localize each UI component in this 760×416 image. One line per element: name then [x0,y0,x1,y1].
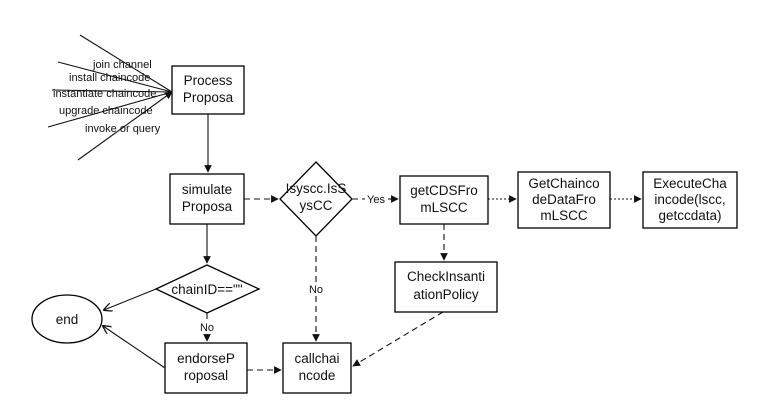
node-label: Proposa [183,90,234,105]
node-label: ncode [299,368,336,383]
edges [103,114,642,374]
node-label: mLSCC [540,208,588,223]
node-label: ysCC [300,198,333,213]
input-label-invoke: invoke or query [85,123,161,135]
input-lines [47,34,173,161]
node-label: simulate [182,182,232,197]
node-label: Proposa [182,199,233,214]
node-get-chaincode-data: GetChainco deDataFro mLSCC [517,171,611,229]
node-chain-id-decision: chainID=="" [154,264,261,314]
input-line-install [57,61,173,93]
node-label: GetChainco [528,176,599,191]
node-label: end [56,312,79,327]
node-check-instantiation-policy: CheckInsanti ationPolicy [394,261,498,313]
input-line-invoke [77,91,173,161]
edge-labels: Yes No No [197,194,385,334]
node-label: roposal [184,368,228,383]
input-labels: join channel install chaincode instantia… [53,59,161,135]
node-label: CheckInsanti [407,269,485,284]
edge-label-yes: Yes [367,194,385,206]
node-label: ExecuteCha [653,176,727,191]
node-get-cds: getCDSFro mLSCC [399,175,489,225]
node-label: getccdata) [658,208,721,223]
node-label: mLSCC [420,200,468,215]
node-simulate-proposal: simulate Proposa [169,173,245,225]
node-label: callchai [294,351,339,366]
node-process-proposal: Process Proposa [171,65,245,115]
edge-chainid-to-end [104,288,157,310]
input-line-upgrade [47,91,173,128]
node-label: endorseP [177,351,235,366]
edge-endorse-to-end [103,326,166,369]
node-label: getCDSFro [410,183,478,198]
node-call-chaincode: callchai ncode [282,342,352,394]
node-label: chainID=="" [171,282,242,297]
node-label: incode(lscc, [654,192,725,207]
edge-label-no-syscc: No [309,284,323,296]
node-label: !syscc.IsS [286,181,347,196]
input-label-upgrade: upgrade chaincode [59,105,153,117]
node-label: ationPolicy [413,287,479,302]
node-is-syscc-decision: !syscc.IsS ysCC [279,161,353,237]
input-line-join [79,34,173,93]
node-end: end [31,294,103,344]
input-line-instantiate [51,89,173,93]
node-execute-chaincode: ExecuteCha incode(lscc, getccdata) [642,171,738,229]
edge-label-no-chain: No [200,322,214,334]
node-label: deDataFro [532,192,596,207]
input-label-instantiate: instantiate chaincode [53,88,156,100]
input-label-join: join channel [92,59,152,71]
node-endorse-proposal: endorseP roposal [164,342,248,394]
edge-check-to-callchaincode [352,311,444,367]
input-label-install: install chaincode [69,72,150,84]
node-label: Process [184,73,233,88]
